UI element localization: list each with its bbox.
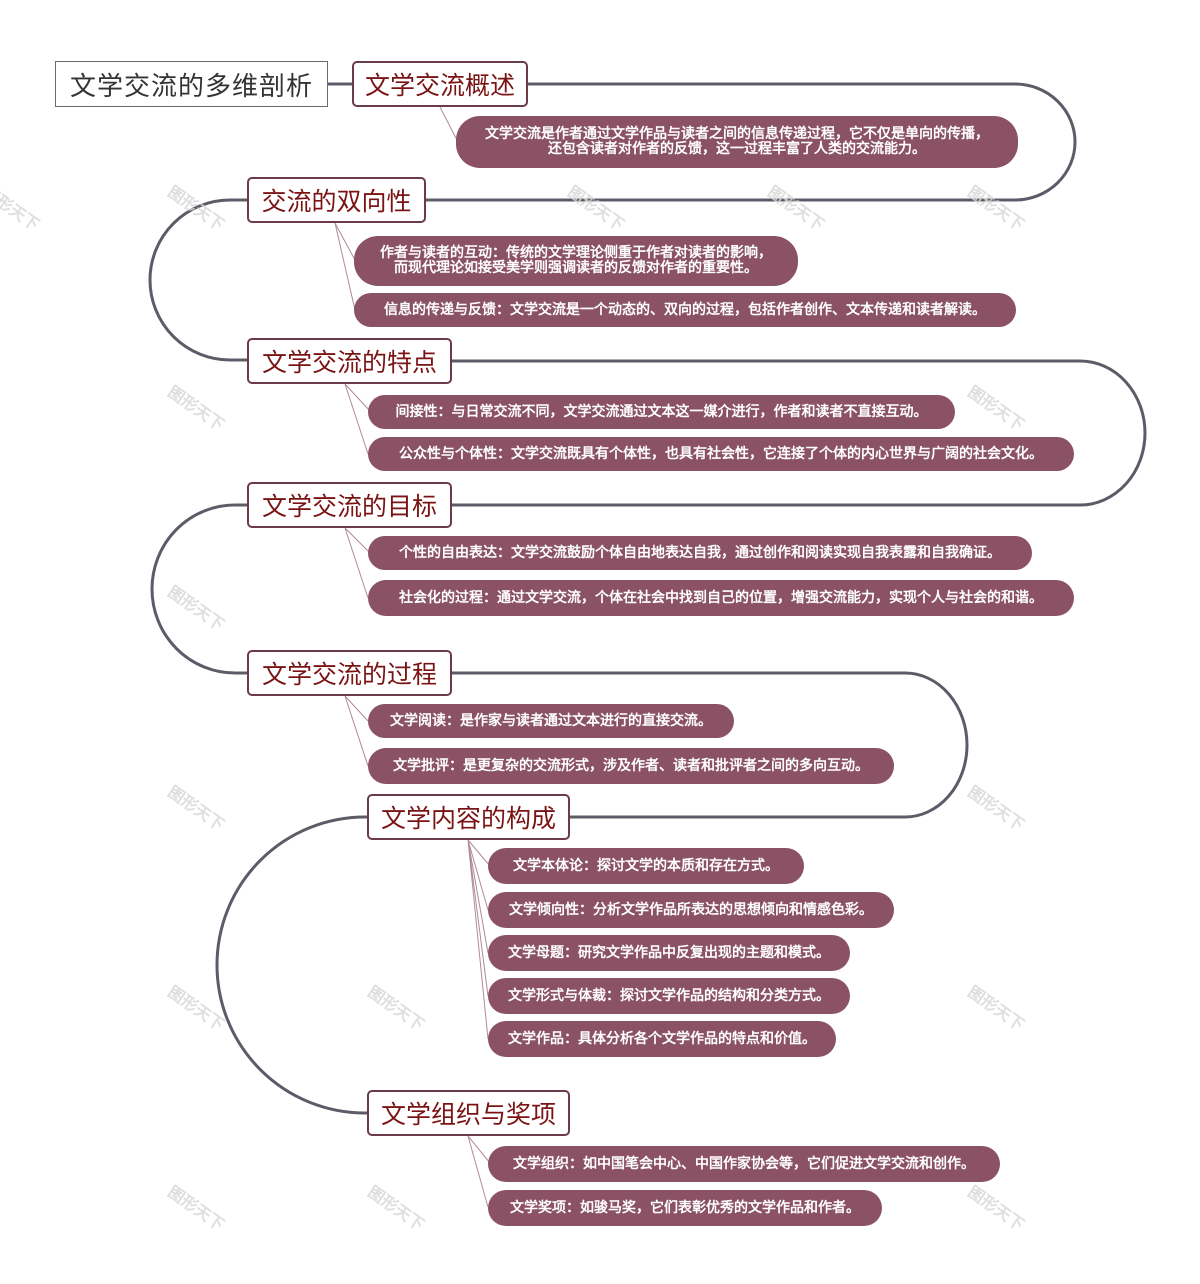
- watermark: 图形天下: [964, 182, 1028, 235]
- topic-goals[interactable]: 文学交流的目标: [247, 482, 452, 528]
- watermark: 图形天下: [164, 582, 228, 635]
- topic-bidirectionality[interactable]: 交流的双向性: [247, 177, 426, 223]
- watermark: 图形天下: [964, 382, 1028, 435]
- leaf-literary-criticism[interactable]: 文学批评：是更复杂的交流形式，涉及作者、读者和批评者之间的多向互动。: [368, 748, 894, 784]
- watermark: 图形天下: [964, 1182, 1028, 1235]
- leaf-socialization[interactable]: 社会化的过程：通过文学交流，个体在社会中找到自己的位置，增强交流能力，实现个人与…: [368, 580, 1074, 616]
- leaf-motif[interactable]: 文学母题：研究文学作品中反复出现的主题和模式。: [488, 935, 850, 971]
- leaf-form-genre[interactable]: 文学形式与体裁：探讨文学作品的结构和分类方式。: [488, 978, 850, 1014]
- watermark: 图形天下: [164, 1182, 228, 1235]
- topic-organizations-awards[interactable]: 文学组织与奖项: [367, 1090, 570, 1136]
- leaf-works[interactable]: 文学作品：具体分析各个文学作品的特点和价值。: [488, 1021, 836, 1057]
- watermark: 图形天下: [164, 182, 228, 235]
- leaf-organizations[interactable]: 文学组织：如中国笔会中心、中国作家协会等，它们促进文学交流和创作。: [488, 1146, 1000, 1182]
- watermark: 图形天下: [964, 982, 1028, 1035]
- leaf-literary-reading[interactable]: 文学阅读：是作家与读者通过文本进行的直接交流。: [368, 704, 734, 738]
- watermark: 图形天下: [564, 182, 628, 235]
- topic-content-composition[interactable]: 文学内容的构成: [367, 794, 570, 840]
- watermark: 图形天下: [164, 982, 228, 1035]
- watermark: 图形天下: [164, 382, 228, 435]
- leaf-free-expression[interactable]: 个性的自由表达：文学交流鼓励个体自由地表达自我，通过创作和阅读实现自我表露和自我…: [368, 536, 1032, 570]
- watermark: 图形天下: [364, 1182, 428, 1235]
- watermark: 图形天下: [764, 182, 828, 235]
- watermark: 图形天下: [164, 782, 228, 835]
- watermark: 图形天下: [364, 982, 428, 1035]
- leaf-tendency[interactable]: 文学倾向性：分析文学作品所表达的思想倾向和情感色彩。: [488, 892, 894, 928]
- leaf-indirectness[interactable]: 间接性：与日常交流不同，文学交流通过文本这一媒介进行，作者和读者不直接互动。: [368, 395, 955, 429]
- topic-overview[interactable]: 文学交流概述: [352, 61, 528, 107]
- watermark: 图形天下: [964, 782, 1028, 835]
- leaf-awards[interactable]: 文学奖项：如骏马奖，它们表彰优秀的文学作品和作者。: [488, 1190, 882, 1226]
- watermark: 图形天下: [0, 182, 43, 235]
- leaf-ontology[interactable]: 文学本体论：探讨文学的本质和存在方式。: [488, 848, 804, 884]
- topic-process[interactable]: 文学交流的过程: [247, 650, 452, 696]
- leaf-public-individual[interactable]: 公众性与个体性：文学交流既具有个体性，也具有社会性，它连接了个体的内心世界与广阔…: [368, 437, 1074, 471]
- leaf-transmission-feedback[interactable]: 信息的传递与反馈：文学交流是一个动态的、双向的过程，包括作者创作、文本传递和读者…: [354, 293, 1016, 327]
- topic-characteristics[interactable]: 文学交流的特点: [247, 338, 452, 384]
- root-node[interactable]: 文学交流的多维剖析: [55, 61, 328, 107]
- leaf-overview-definition[interactable]: 文学交流是作者通过文学作品与读者之间的信息传递过程，它不仅是单向的传播， 还包含…: [456, 116, 1018, 168]
- leaf-author-reader-interaction[interactable]: 作者与读者的互动：传统的文学理论侧重于作者对读者的影响， 而现代理论如接受美学则…: [354, 236, 798, 286]
